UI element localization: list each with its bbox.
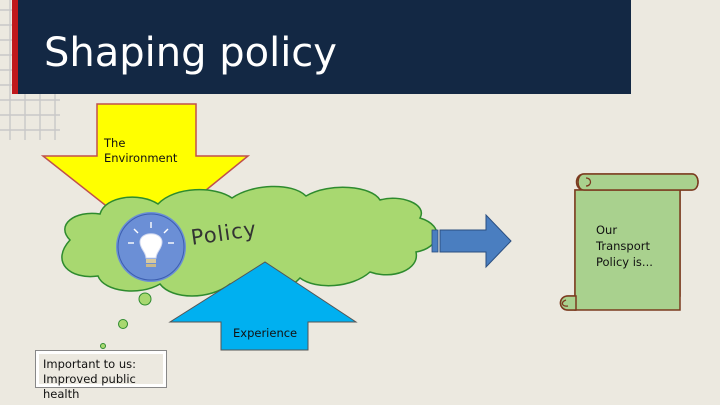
policy-scroll bbox=[559, 173, 699, 311]
title-accent bbox=[12, 0, 18, 94]
right-arrow bbox=[431, 213, 512, 269]
note-text: Important to us: Improved public health bbox=[43, 357, 137, 401]
slide-title: Shaping policy bbox=[44, 30, 337, 76]
environment-label: The Environment bbox=[104, 136, 178, 165]
thought-bubble-medium bbox=[118, 319, 128, 329]
note-box bbox=[35, 350, 167, 388]
thought-bubble-small bbox=[100, 343, 106, 349]
experience-arrow bbox=[168, 261, 358, 351]
lightbulb-icon bbox=[116, 212, 186, 282]
experience-label: Experience bbox=[233, 326, 298, 340]
thought-bubble-large bbox=[138, 292, 152, 306]
title-bar bbox=[12, 0, 631, 94]
scroll-text: Our Transport Policy is... bbox=[596, 223, 653, 269]
